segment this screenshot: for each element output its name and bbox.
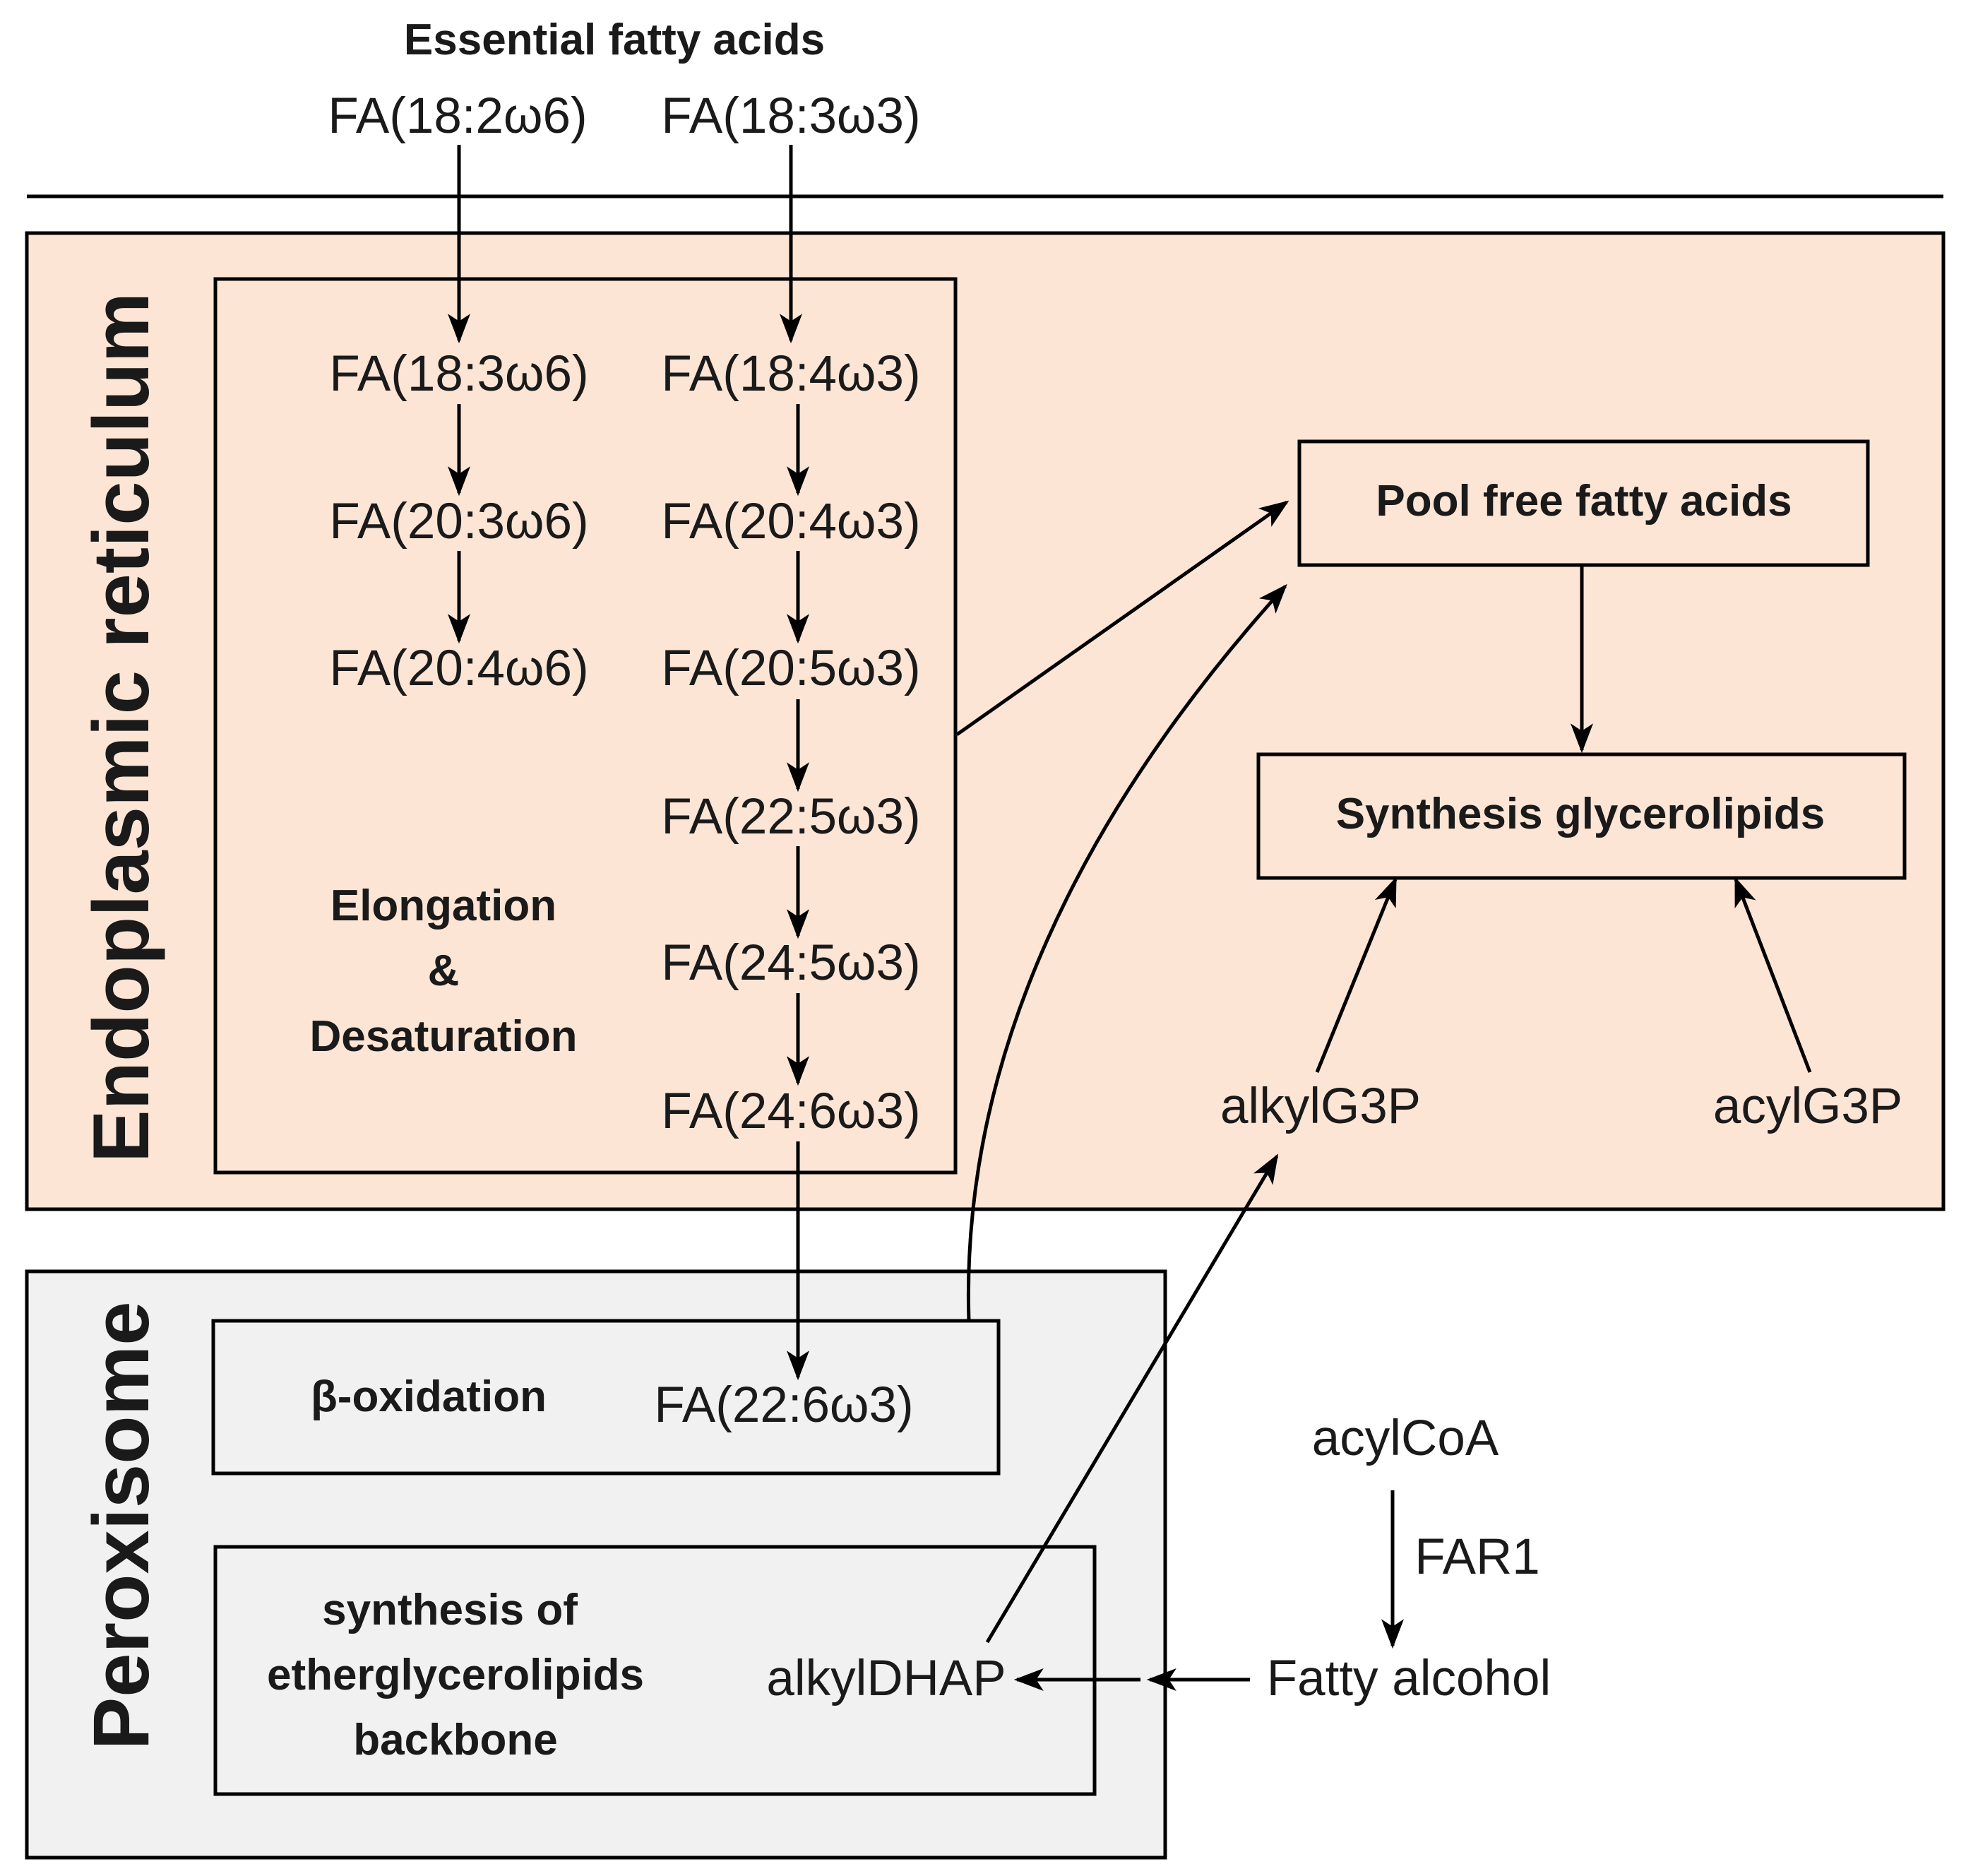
arrow-alkyldhap-to-alkylg3p xyxy=(985,1153,1279,1644)
ether-label-2: etherglycerolipids xyxy=(267,1651,644,1699)
alkylg3p-label: alkylG3P xyxy=(1220,1079,1421,1134)
fatty-alcohol-label: Fatty alcohol xyxy=(1267,1651,1551,1706)
acylg3p-label: acylG3P xyxy=(1713,1079,1902,1134)
beta-oxidation-box xyxy=(211,1319,1001,1476)
fa-w3-6: FA(24:6ω3) xyxy=(661,1084,920,1139)
fa-w6-1: FA(18:3ω6) xyxy=(329,346,588,402)
pool-box xyxy=(1297,439,1870,567)
elongation-label-1: Elongation xyxy=(330,881,556,930)
fa-w3-4: FA(22:5ω3) xyxy=(661,789,920,845)
elongation-label-3: Desaturation xyxy=(310,1012,578,1061)
synthesis-box xyxy=(1256,752,1907,880)
arrow-beta-to-pool xyxy=(966,583,1287,1322)
beta-oxidation-label: β-oxidation xyxy=(311,1372,547,1421)
fa-w3-3: FA(20:5ω3) xyxy=(661,641,920,696)
arrow-alkylg3p-to-synthesis xyxy=(1315,877,1398,1073)
ether-box xyxy=(213,1545,1097,1796)
fa-w6-3: FA(20:4ω6) xyxy=(329,641,588,696)
fa-w3-1: FA(18:4ω3) xyxy=(661,346,920,402)
ether-label-1: synthesis of xyxy=(322,1586,578,1634)
acylcoa-label: acylCoA xyxy=(1312,1411,1499,1466)
fa-w3-5: FA(24:5ω3) xyxy=(661,935,920,991)
peroxisome-region xyxy=(25,1269,1167,1860)
ether-label-3: backbone xyxy=(353,1716,557,1764)
arrow-elongation-to-pool xyxy=(955,500,1289,737)
dha-label: FA(22:6ω3) xyxy=(654,1377,913,1433)
essential-fatty-acids-title: Essential fatty acids xyxy=(404,16,825,64)
far1-label: FAR1 xyxy=(1414,1529,1540,1585)
fa-w3-2: FA(20:4ω3) xyxy=(661,494,920,550)
er-label: Endoplasmic reticulum xyxy=(77,292,165,1163)
elongation-box xyxy=(213,277,958,1175)
peroxisome-label: Peroxisome xyxy=(77,1302,165,1750)
pool-label: Pool free fatty acids xyxy=(1376,477,1792,526)
fa-w6-2: FA(20:3ω6) xyxy=(329,494,588,550)
er-region xyxy=(25,231,1946,1211)
fa-w3-start: FA(18:3ω3) xyxy=(661,88,920,144)
elongation-label-2: & xyxy=(428,946,460,995)
synthesis-label: Synthesis glycerolipids xyxy=(1336,790,1825,838)
fa-w6-start: FA(18:2ω6) xyxy=(328,88,587,144)
alkyldhap-label: alkylDHAP xyxy=(766,1651,1006,1706)
arrow-acylg3p-to-synthesis xyxy=(1734,877,1812,1073)
